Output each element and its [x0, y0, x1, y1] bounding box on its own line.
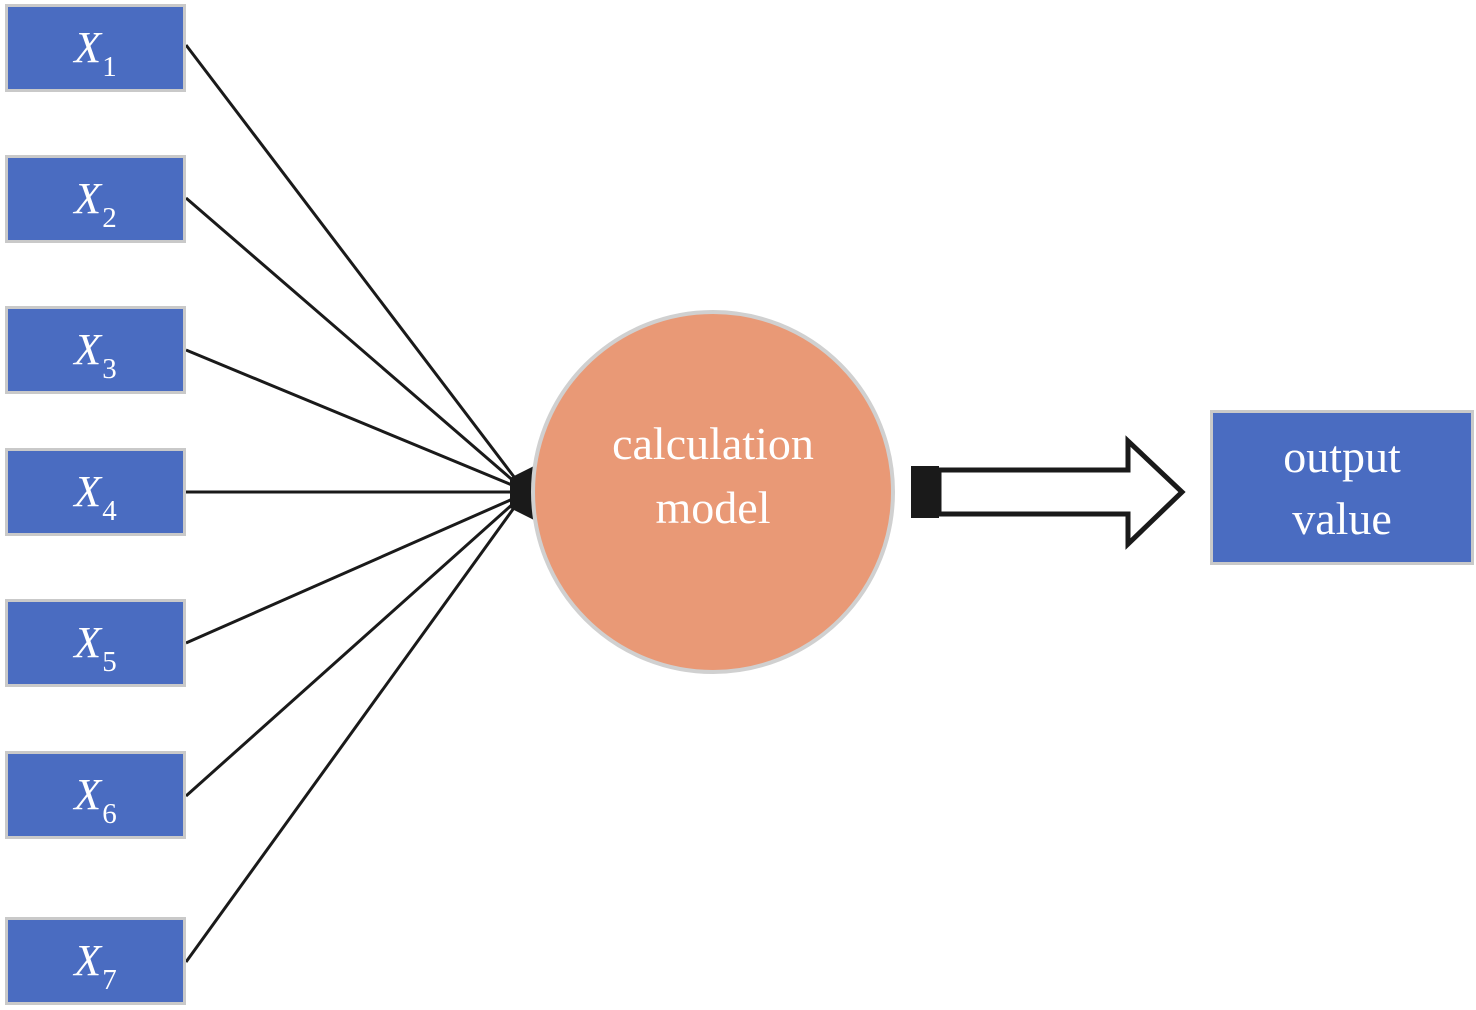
input-label-x1: X1	[74, 23, 117, 83]
output-label-line1: output	[1283, 430, 1401, 482]
calculation-model-node: calculation model	[531, 310, 895, 674]
input-node-x6: X6	[5, 751, 186, 839]
connector-line-7	[184, 493, 526, 963]
model-label-line2: model	[655, 482, 771, 533]
connector-line-2	[185, 196, 525, 492]
input-node-x1: X1	[5, 4, 186, 92]
input-node-x2: X2	[5, 155, 186, 243]
input-label-x2: X2	[74, 174, 117, 234]
input-node-x4: X4	[5, 448, 186, 536]
output-value-node: output value	[1210, 410, 1474, 565]
input-label-x6: X6	[74, 770, 117, 830]
input-node-x5: X5	[5, 599, 186, 687]
input-node-x7: X7	[5, 917, 186, 1005]
input-node-x3: X3	[5, 306, 186, 394]
output-label-line2: value	[1292, 492, 1392, 544]
input-label-x5: X5	[74, 618, 117, 678]
output-arrow-icon	[911, 435, 1186, 550]
connector-line-1	[184, 44, 526, 491]
connector-line-6	[185, 492, 525, 798]
input-label-x7: X7	[74, 936, 117, 996]
input-label-x3: X3	[74, 325, 117, 385]
connector-line-3	[185, 348, 525, 492]
connector-line-5	[185, 492, 525, 645]
model-label-line1: calculation	[612, 418, 814, 469]
arrowhead-icon	[510, 466, 534, 520]
input-label-x4: X4	[74, 467, 117, 527]
